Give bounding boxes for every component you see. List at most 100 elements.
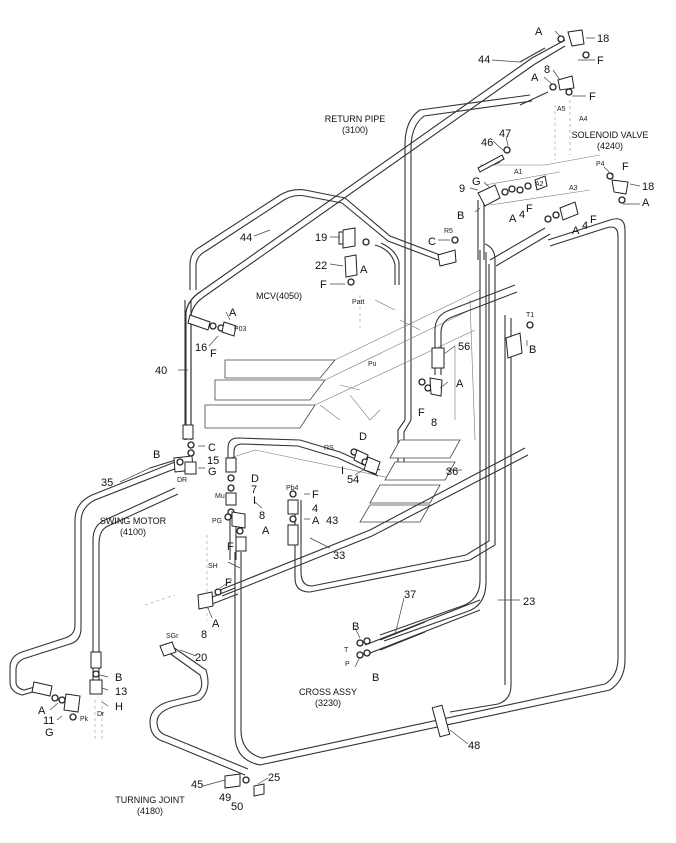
- component-labels: RETURN PIPE (3100) SOLENOID VALVE (4240)…: [100, 114, 649, 816]
- callout-f: F: [227, 541, 234, 553]
- callout-56: 56: [458, 341, 470, 353]
- callout-47: 47: [499, 128, 511, 140]
- callout-f: F: [597, 55, 604, 67]
- turning-joint-name: TURNING JOINT: [115, 795, 185, 805]
- callout-a: A: [38, 705, 46, 717]
- callout-11: 11: [43, 715, 54, 727]
- callout-33: 33: [333, 550, 345, 562]
- pipe-40-frame: [182, 189, 441, 440]
- callout-8: 8: [259, 510, 265, 522]
- callout-8: 8: [201, 629, 207, 641]
- callout-35: 35: [101, 477, 113, 489]
- callout-8: 8: [544, 64, 550, 76]
- callout-44: 44: [478, 54, 490, 66]
- callout-22: 22: [315, 260, 327, 272]
- callout-37: 37: [404, 589, 416, 601]
- port-a4: A4: [579, 116, 588, 123]
- port-mu: Mu: [215, 493, 225, 500]
- callout-18: 18: [642, 181, 654, 193]
- callout-43: 43: [326, 515, 338, 527]
- fittings: [31, 29, 629, 797]
- callout-36: 36: [446, 466, 458, 478]
- callout-h: H: [115, 701, 123, 713]
- callout-20: 20: [195, 652, 207, 664]
- callout-c: C: [428, 236, 436, 248]
- callout-49: 49: [219, 792, 231, 804]
- callout-i: I: [253, 495, 256, 507]
- callout-a: A: [642, 197, 650, 209]
- callout-d: D: [251, 473, 259, 485]
- port-patt: Patt: [352, 299, 365, 306]
- callout-f: F: [526, 203, 533, 215]
- port-labels: A5 A4 P4 A1 A2 A3 R5 Patt P03 T1 Pu RS D…: [80, 106, 605, 723]
- callout-i: I: [341, 465, 344, 477]
- callout-a: A: [262, 525, 270, 537]
- callouts: 18 44 A F A 8 F 46 47 F 18 A G 9 B A 4 F…: [38, 26, 654, 813]
- callout-a: A: [535, 26, 543, 38]
- callout-4: 4: [582, 220, 588, 232]
- callout-g: G: [208, 466, 217, 478]
- callout-46: 46: [481, 137, 493, 149]
- callout-d: D: [359, 431, 367, 443]
- callout-48: 48: [468, 740, 480, 752]
- port-a2: A2: [535, 181, 544, 188]
- callout-a: A: [572, 225, 580, 237]
- port-a5: A5: [557, 106, 566, 113]
- callout-a: A: [212, 618, 220, 630]
- callout-4: 4: [312, 503, 318, 515]
- mcv-name: MCV(4050): [256, 291, 302, 301]
- callout-16: 16: [195, 342, 207, 354]
- callout-a: A: [312, 515, 320, 527]
- port-a1: A1: [514, 169, 523, 176]
- callout-b: B: [115, 672, 122, 684]
- callout-18: 18: [597, 33, 609, 45]
- port-p4: P4: [596, 161, 605, 168]
- port-sh: SH: [208, 563, 218, 570]
- port-a3: A3: [569, 185, 578, 192]
- callout-4: 4: [519, 209, 525, 221]
- port-pb4: Pb4: [286, 485, 299, 492]
- return-pipe-code: (3100): [342, 125, 368, 135]
- callout-54: 54: [347, 474, 359, 486]
- callout-a: A: [531, 72, 539, 84]
- callout-13: 13: [115, 686, 127, 698]
- callout-f: F: [590, 214, 597, 226]
- callout-f: F: [622, 161, 629, 173]
- callout-a: A: [360, 264, 368, 276]
- pipe-25-loop: [149, 218, 626, 776]
- callout-15: 15: [207, 455, 219, 467]
- callout-b: B: [153, 449, 160, 461]
- callout-40: 40: [155, 365, 167, 377]
- solenoid-valve-code: (4240): [597, 141, 623, 151]
- callout-19: 19: [315, 232, 327, 244]
- cross-assy-code: (3230): [315, 698, 341, 708]
- callout-8: 8: [431, 417, 437, 429]
- swing-motor-name: SWING MOTOR: [100, 516, 167, 526]
- callout-f: F: [225, 577, 232, 589]
- mcv-block: [204, 289, 481, 523]
- callout-a: A: [509, 213, 517, 225]
- callout-f: F: [589, 91, 596, 103]
- port-sgr: SGr: [166, 633, 179, 640]
- callout-g: G: [45, 727, 54, 739]
- callout-f: F: [312, 489, 319, 501]
- pipe-13: [90, 487, 179, 690]
- port-r5: R5: [444, 228, 453, 235]
- callout-b: B: [372, 672, 379, 684]
- callout-c: C: [208, 442, 216, 454]
- callout-b: B: [352, 621, 359, 633]
- callout-25: 25: [268, 772, 280, 784]
- callout-f: F: [320, 279, 327, 291]
- callout-a: A: [229, 307, 237, 319]
- pipe-36: [294, 243, 496, 593]
- pipe-37: [364, 599, 481, 656]
- port-pu: Pu: [368, 361, 377, 368]
- port-rs: RS: [324, 445, 334, 452]
- port-pg: PG: [212, 518, 222, 525]
- callout-b: B: [529, 344, 536, 356]
- port-p: P: [345, 661, 350, 668]
- port-t: T: [344, 647, 349, 654]
- callout-b: B: [457, 210, 464, 222]
